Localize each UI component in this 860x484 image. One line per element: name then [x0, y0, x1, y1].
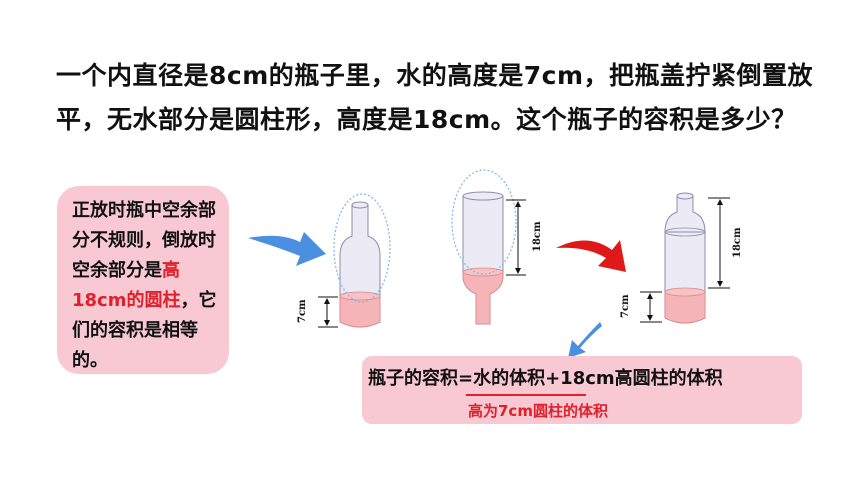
formula-note: 高为7cm圆柱的体积: [468, 402, 608, 420]
dimension-18cm-right: 18cm: [708, 197, 743, 289]
blue-arrow-icon: [248, 232, 326, 266]
dimension-7cm-left: 7cm: [297, 296, 338, 328]
hint-text: 正放时瓶中空余部分不规则，倒放时空余部分是高18cm的圆柱，它们的容积是相等的。: [72, 196, 222, 376]
label-18cm-right: 18cm: [732, 227, 743, 258]
hint-box: [57, 186, 229, 374]
dimension-7cm-right: 7cm: [620, 291, 662, 323]
problem-statement: 一个内直径是8cm的瓶子里，水的高度是7cm，把瓶盖拧紧倒置放平，无水部分是圆柱…: [56, 61, 814, 134]
bottle-combined: [664, 192, 706, 324]
hint-part2: ，它们的容积是相等的。: [72, 290, 217, 371]
label-7cm-left: 7cm: [297, 299, 308, 323]
bottle-inverted: [451, 169, 517, 325]
bottle-upright: [333, 193, 391, 328]
formula-text: 瓶子的容积=水的体积+18cm高圆柱的体积: [368, 368, 723, 389]
hint-part1: 正放时瓶中空余部分不规则，倒放时空余部分是: [72, 200, 216, 281]
blue-down-arrow-icon: [568, 322, 602, 358]
formula-box: [362, 356, 802, 424]
red-arrow-icon: [556, 240, 626, 272]
label-7cm-right: 7cm: [620, 294, 631, 318]
label-18cm-middle: 18cm: [532, 221, 543, 252]
dimension-18cm-middle: 18cm: [506, 199, 543, 276]
formula-underline: [466, 394, 586, 396]
hint-highlight: 高18cm的圆柱: [72, 260, 181, 311]
